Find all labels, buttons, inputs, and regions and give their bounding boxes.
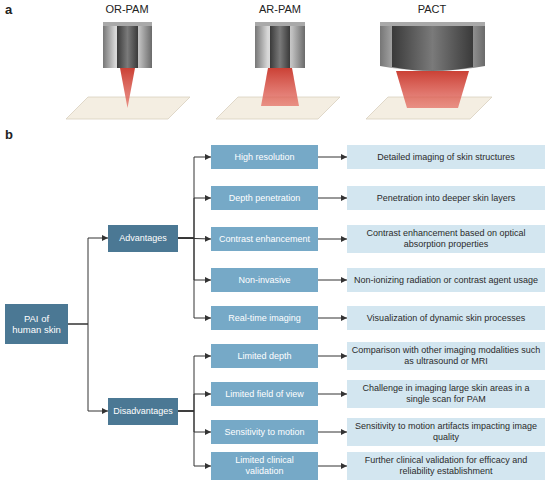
node-text: Real-time imaging <box>228 313 301 324</box>
process-box: Real-time imaging <box>211 306 318 330</box>
node-text: Contrast enhancement based on optical ab… <box>351 228 541 250</box>
connector-arrow <box>178 238 211 318</box>
modality-label: AR-PAM <box>259 3 301 15</box>
node-text: High resolution <box>234 152 294 163</box>
connector-arrow <box>68 238 108 324</box>
description-box: Non-ionizing radiation or contrast agent… <box>347 268 545 292</box>
acoustic-beam <box>261 68 299 106</box>
node-text: Non-ionizing radiation or contrast agent… <box>354 275 538 286</box>
transducer-core <box>392 26 473 71</box>
description-box: Comparison with other imaging modalities… <box>347 342 545 370</box>
connector-arrow <box>318 466 347 467</box>
process-box: Depth penetration <box>211 186 318 210</box>
node-text: Comparison with other imaging modalities… <box>351 345 541 367</box>
optical-beam <box>120 68 135 108</box>
node-text: Limited depth <box>237 351 291 362</box>
panel-letter: a <box>5 2 12 17</box>
process-box: Non-invasive <box>211 268 318 292</box>
connector-arrow <box>68 324 108 411</box>
description-box: Sensitivity to motion artifacts impactin… <box>347 418 545 446</box>
node-text: Challenge in imaging large skin areas in… <box>351 383 541 405</box>
process-box: Limited field of view <box>211 382 318 406</box>
node-text: Sensitivity to motion artifacts impactin… <box>351 421 541 443</box>
transducer-core <box>270 26 290 68</box>
connector-arrow <box>178 411 211 466</box>
process-box: High resolution <box>211 145 318 169</box>
node-text: Depth penetration <box>229 193 301 204</box>
root-box: PAI of human skin <box>5 304 68 344</box>
node-text: PAI of human skin <box>9 313 64 336</box>
panel-letter: b <box>5 127 13 142</box>
process-box: Limited clinical validation <box>211 452 318 480</box>
connector-arrow <box>318 239 347 240</box>
node-text: Penetration into deeper skin layers <box>377 193 516 204</box>
connector-arrow <box>178 356 211 411</box>
connector-arrow <box>178 157 211 238</box>
connector-arrow <box>318 394 347 395</box>
description-box: Penetration into deeper skin layers <box>347 186 545 210</box>
connector-arrow <box>178 198 211 238</box>
connector-arrow <box>318 157 347 158</box>
transducer-core <box>117 26 138 68</box>
modality-label: OR-PAM <box>105 3 148 15</box>
process-box: Limited depth <box>211 344 318 368</box>
node-text: Non-invasive <box>238 275 290 286</box>
node-text: Disadvantages <box>113 406 173 417</box>
transducer-housing <box>380 22 485 71</box>
node-text: Sensitivity to motion <box>224 427 304 438</box>
description-box: Contrast enhancement based on optical ab… <box>347 225 545 253</box>
transducer-housing <box>255 22 305 68</box>
description-box: Challenge in imaging large skin areas in… <box>347 380 545 408</box>
transducer-rim <box>255 22 305 26</box>
connector-arrow <box>178 394 211 411</box>
node-text: Further clinical validation for efficacy… <box>351 455 541 477</box>
transducer-rim <box>103 22 152 26</box>
connector-arrow <box>318 280 347 281</box>
connector-arrow <box>318 198 347 199</box>
category-box: Advantages <box>108 225 178 252</box>
modality-label: PACT <box>418 3 447 15</box>
node-text: Contrast enhancement <box>219 234 310 245</box>
description-box: Detailed imaging of skin structures <box>347 145 545 169</box>
transducer-rim <box>380 22 485 26</box>
illumination-beam <box>396 71 469 108</box>
node-text: Advantages <box>119 233 167 244</box>
description-box: Further clinical validation for efficacy… <box>347 452 545 480</box>
connector-arrow <box>318 432 347 433</box>
connector-arrow <box>318 318 347 319</box>
process-box: Sensitivity to motion <box>211 420 318 444</box>
process-box: Contrast enhancement <box>211 227 318 251</box>
node-text: Limited field of view <box>225 389 304 400</box>
category-box: Disadvantages <box>108 398 178 425</box>
node-text: Limited clinical validation <box>215 455 314 477</box>
description-box: Visualization of dynamic skin processes <box>347 306 545 330</box>
node-text: Visualization of dynamic skin processes <box>367 313 525 324</box>
connector-arrow <box>318 356 347 357</box>
transducer-housing <box>103 22 152 68</box>
node-text: Detailed imaging of skin structures <box>377 152 515 163</box>
